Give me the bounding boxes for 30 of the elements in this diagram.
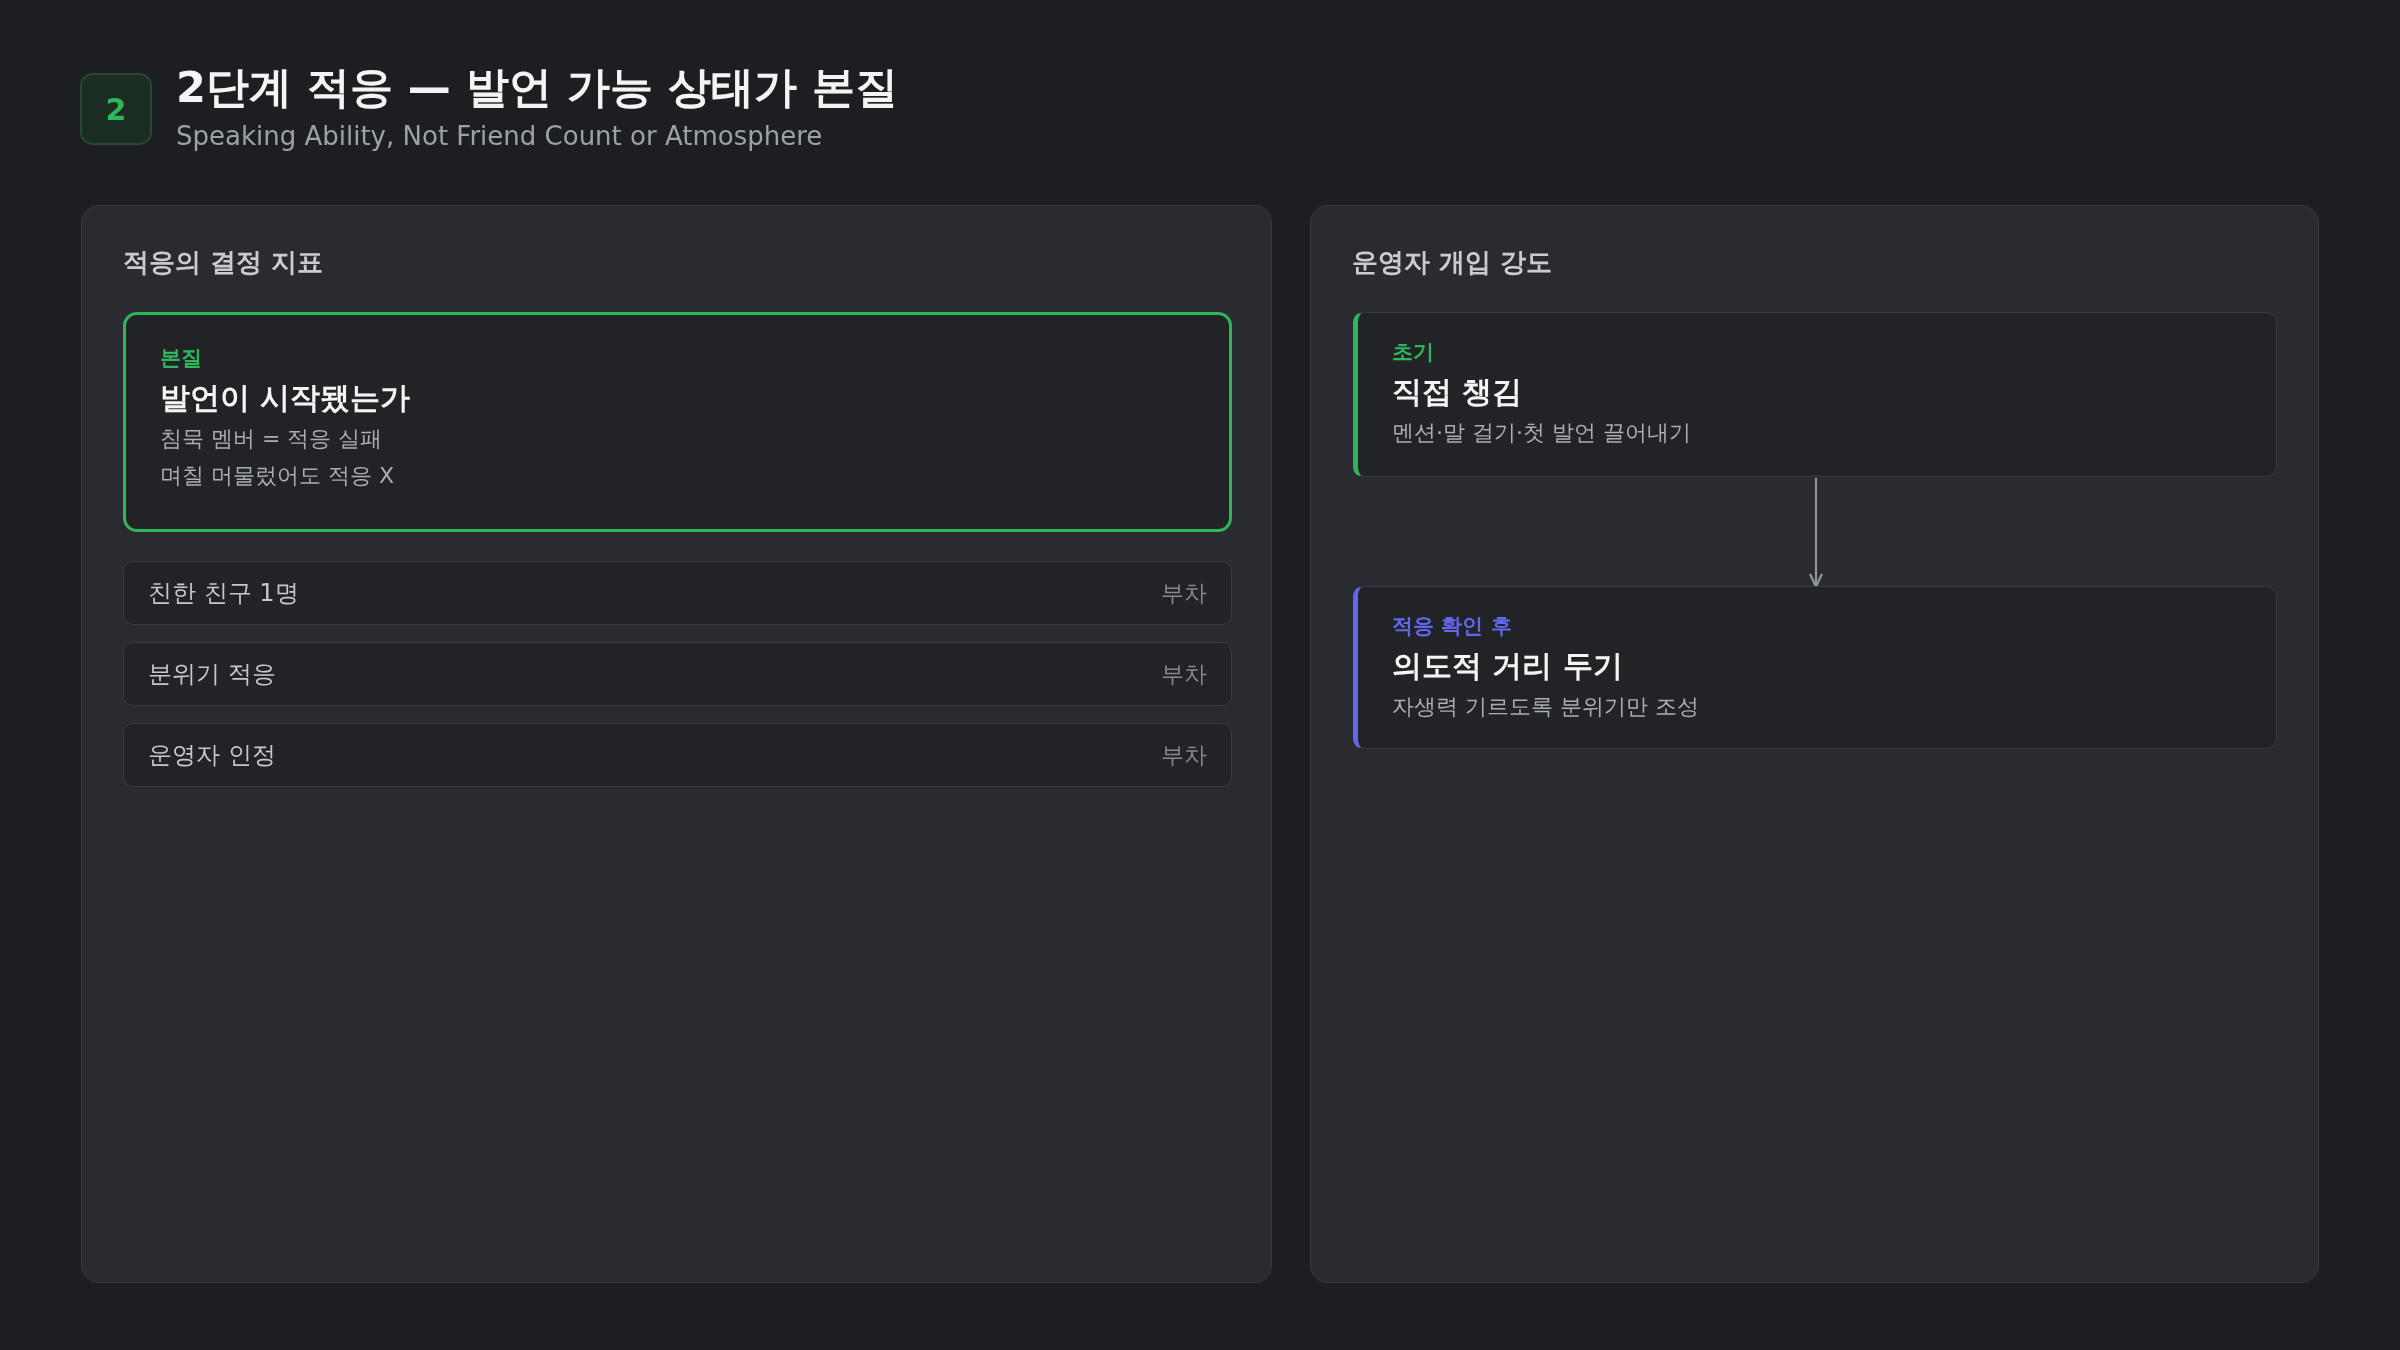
list-row [123, 642, 1232, 706]
row-tag: 부차 [1161, 577, 1207, 609]
card-title: 의도적 거리 두기 [1392, 647, 1623, 686]
row-label: 분위기 적응 [148, 659, 276, 690]
card-description: 침묵 멤버 = 적응 실패 [160, 425, 383, 454]
card-tag: 본질 [160, 345, 202, 373]
card-tag: 적응 확인 후 [1392, 613, 1512, 641]
slide-title: 2단계 적응 — 발언 가능 상태가 본질 [176, 62, 898, 114]
subtitle: Speaking Ability, Not Friend Count or Atmosphere [176, 120, 823, 153]
arrow [1809, 478, 1823, 588]
panel [81, 205, 1272, 1283]
card-title: 발언이 시작됐는가 [160, 379, 411, 418]
list-row [123, 723, 1232, 787]
card-description: 멘션·말 걸기·첫 발언 끌어내기 [1392, 419, 1691, 448]
card [1353, 312, 2277, 477]
row-tag: 부차 [1161, 739, 1207, 771]
step-badge: 2 [80, 73, 152, 145]
panel-heading: 적응의 결정 지표 [123, 246, 324, 279]
row-tag: 부차 [1161, 658, 1207, 690]
card-tag: 초기 [1392, 339, 1434, 367]
list-row [123, 561, 1232, 625]
panel-heading: 운영자 개입 강도 [1352, 246, 1553, 279]
card [1353, 586, 2277, 749]
row-label: 친한 친구 1명 [148, 578, 299, 609]
card [123, 312, 1232, 532]
card-description: 자생력 기르도록 분위기만 조성 [1392, 693, 1699, 722]
row-label: 운영자 인정 [148, 740, 276, 771]
card-title: 직접 챙김 [1392, 373, 1523, 412]
panel [1310, 205, 2319, 1283]
card-description: 며칠 머물렀어도 적응 X [160, 461, 395, 490]
